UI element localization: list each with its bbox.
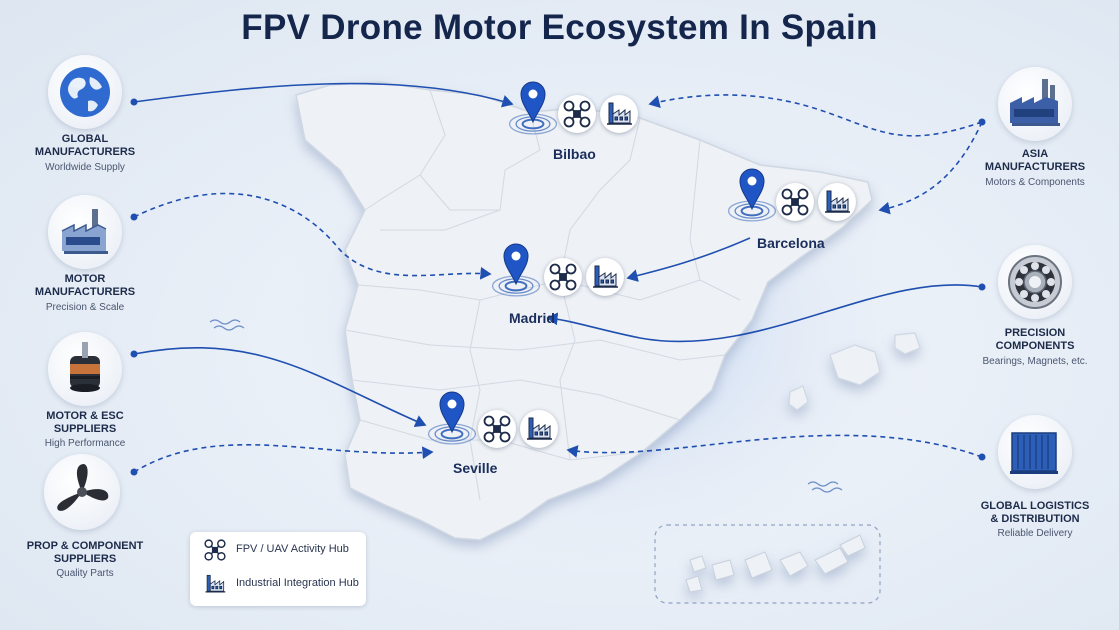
legend-label: Industrial Integration Hub (236, 577, 359, 589)
supply-connections (133, 82, 983, 473)
industrial-hub-badge-barcelona (818, 183, 856, 221)
location-pin-seville (427, 391, 477, 445)
location-pin-barcelona (727, 168, 777, 222)
city-label-madrid: Madrid (509, 310, 555, 326)
supplier-motor-esc (48, 332, 122, 406)
legend: FPV / UAV Activity Hub Industrial Integr… (190, 532, 366, 606)
flow-origin-dot (978, 283, 986, 291)
connection-asia-to-bilbao (648, 94, 983, 137)
supplier-subtitle: Precision & Scale (45, 302, 125, 313)
connection-esc-to-seville (133, 347, 427, 428)
connection-barcelona-to-madrid (626, 237, 751, 282)
supplier-subtitle: Quality Parts (56, 568, 114, 579)
supplier-subtitle: High Performance (44, 438, 126, 449)
supplier-motor-manufacturers (48, 195, 122, 269)
balearic-islands (788, 332, 921, 411)
connection-motor-mfg-to-madrid (133, 192, 492, 280)
supplier-precision-components (998, 245, 1072, 319)
factory-icon (61, 209, 108, 254)
flow-origin-dot (130, 350, 138, 358)
city-label-barcelona: Barcelona (757, 235, 825, 251)
brushless-motor-icon (70, 342, 100, 392)
supplier-global-logistics (998, 415, 1072, 489)
flow-origin-dot (130, 98, 138, 106)
drone-icon (776, 183, 814, 221)
drone-icon (558, 95, 596, 133)
connection-logistics-to-seville (566, 434, 983, 458)
asia-factory-icon (1010, 79, 1060, 126)
industrial-factory-icon (818, 183, 856, 221)
industrial-hub-badge-seville (520, 410, 558, 448)
page-title: FPV Drone Motor Ecosystem In Spain (241, 8, 878, 47)
industrial-hub-badge-madrid (586, 258, 624, 296)
industrial-factory-icon (586, 258, 624, 296)
supplier-subtitle: Worldwide Supply (45, 162, 125, 173)
canary-islands (685, 534, 866, 593)
city-label-bilbao: Bilbao (553, 146, 596, 162)
shipping-container-icon (1010, 432, 1058, 474)
drone-icon (200, 535, 230, 565)
flow-origin-dot (978, 118, 986, 126)
supplier-prop-components (44, 454, 120, 530)
flow-origin-dot (130, 468, 138, 476)
flow-origin-dot (130, 213, 138, 221)
industrial-factory-icon (520, 410, 558, 448)
drone-hub-badge-seville (478, 410, 516, 448)
industrial-hub-badge-bilbao (600, 95, 638, 133)
bearing-icon (1008, 255, 1062, 309)
industrial-factory-icon (600, 95, 638, 133)
supplier-asia-manufacturers (998, 67, 1072, 141)
canary-inset-frame (654, 524, 881, 604)
supplier-subtitle: Motors & Components (985, 177, 1085, 188)
supplier-subtitle: Bearings, Magnets, etc. (982, 356, 1088, 367)
globe-icon (60, 67, 110, 117)
sea-waves (209, 319, 843, 493)
drone-icon (544, 258, 582, 296)
connection-bearings-to-madrid (546, 284, 983, 343)
drone-hub-badge-bilbao (558, 95, 596, 133)
city-label-seville: Seville (453, 460, 498, 476)
propeller-icon (57, 464, 109, 511)
drone-icon (478, 410, 516, 448)
connection-global-to-bilbao (133, 82, 514, 108)
drone-hub-badge-madrid (544, 258, 582, 296)
location-pin-bilbao (508, 81, 558, 135)
supplier-title: GLOBAL LOGISTICS& DISTRIBUTION (980, 500, 1090, 525)
drone-hub-badge-barcelona (776, 183, 814, 221)
supplier-subtitle: Reliable Delivery (997, 528, 1073, 539)
industrial-factory-icon (200, 569, 230, 599)
supplier-global-manufacturers (48, 55, 122, 129)
location-pin-madrid (491, 243, 541, 297)
connection-prop-to-seville (133, 444, 434, 473)
flow-origin-dot (978, 453, 986, 461)
legend-label: FPV / UAV Activity Hub (236, 543, 349, 555)
